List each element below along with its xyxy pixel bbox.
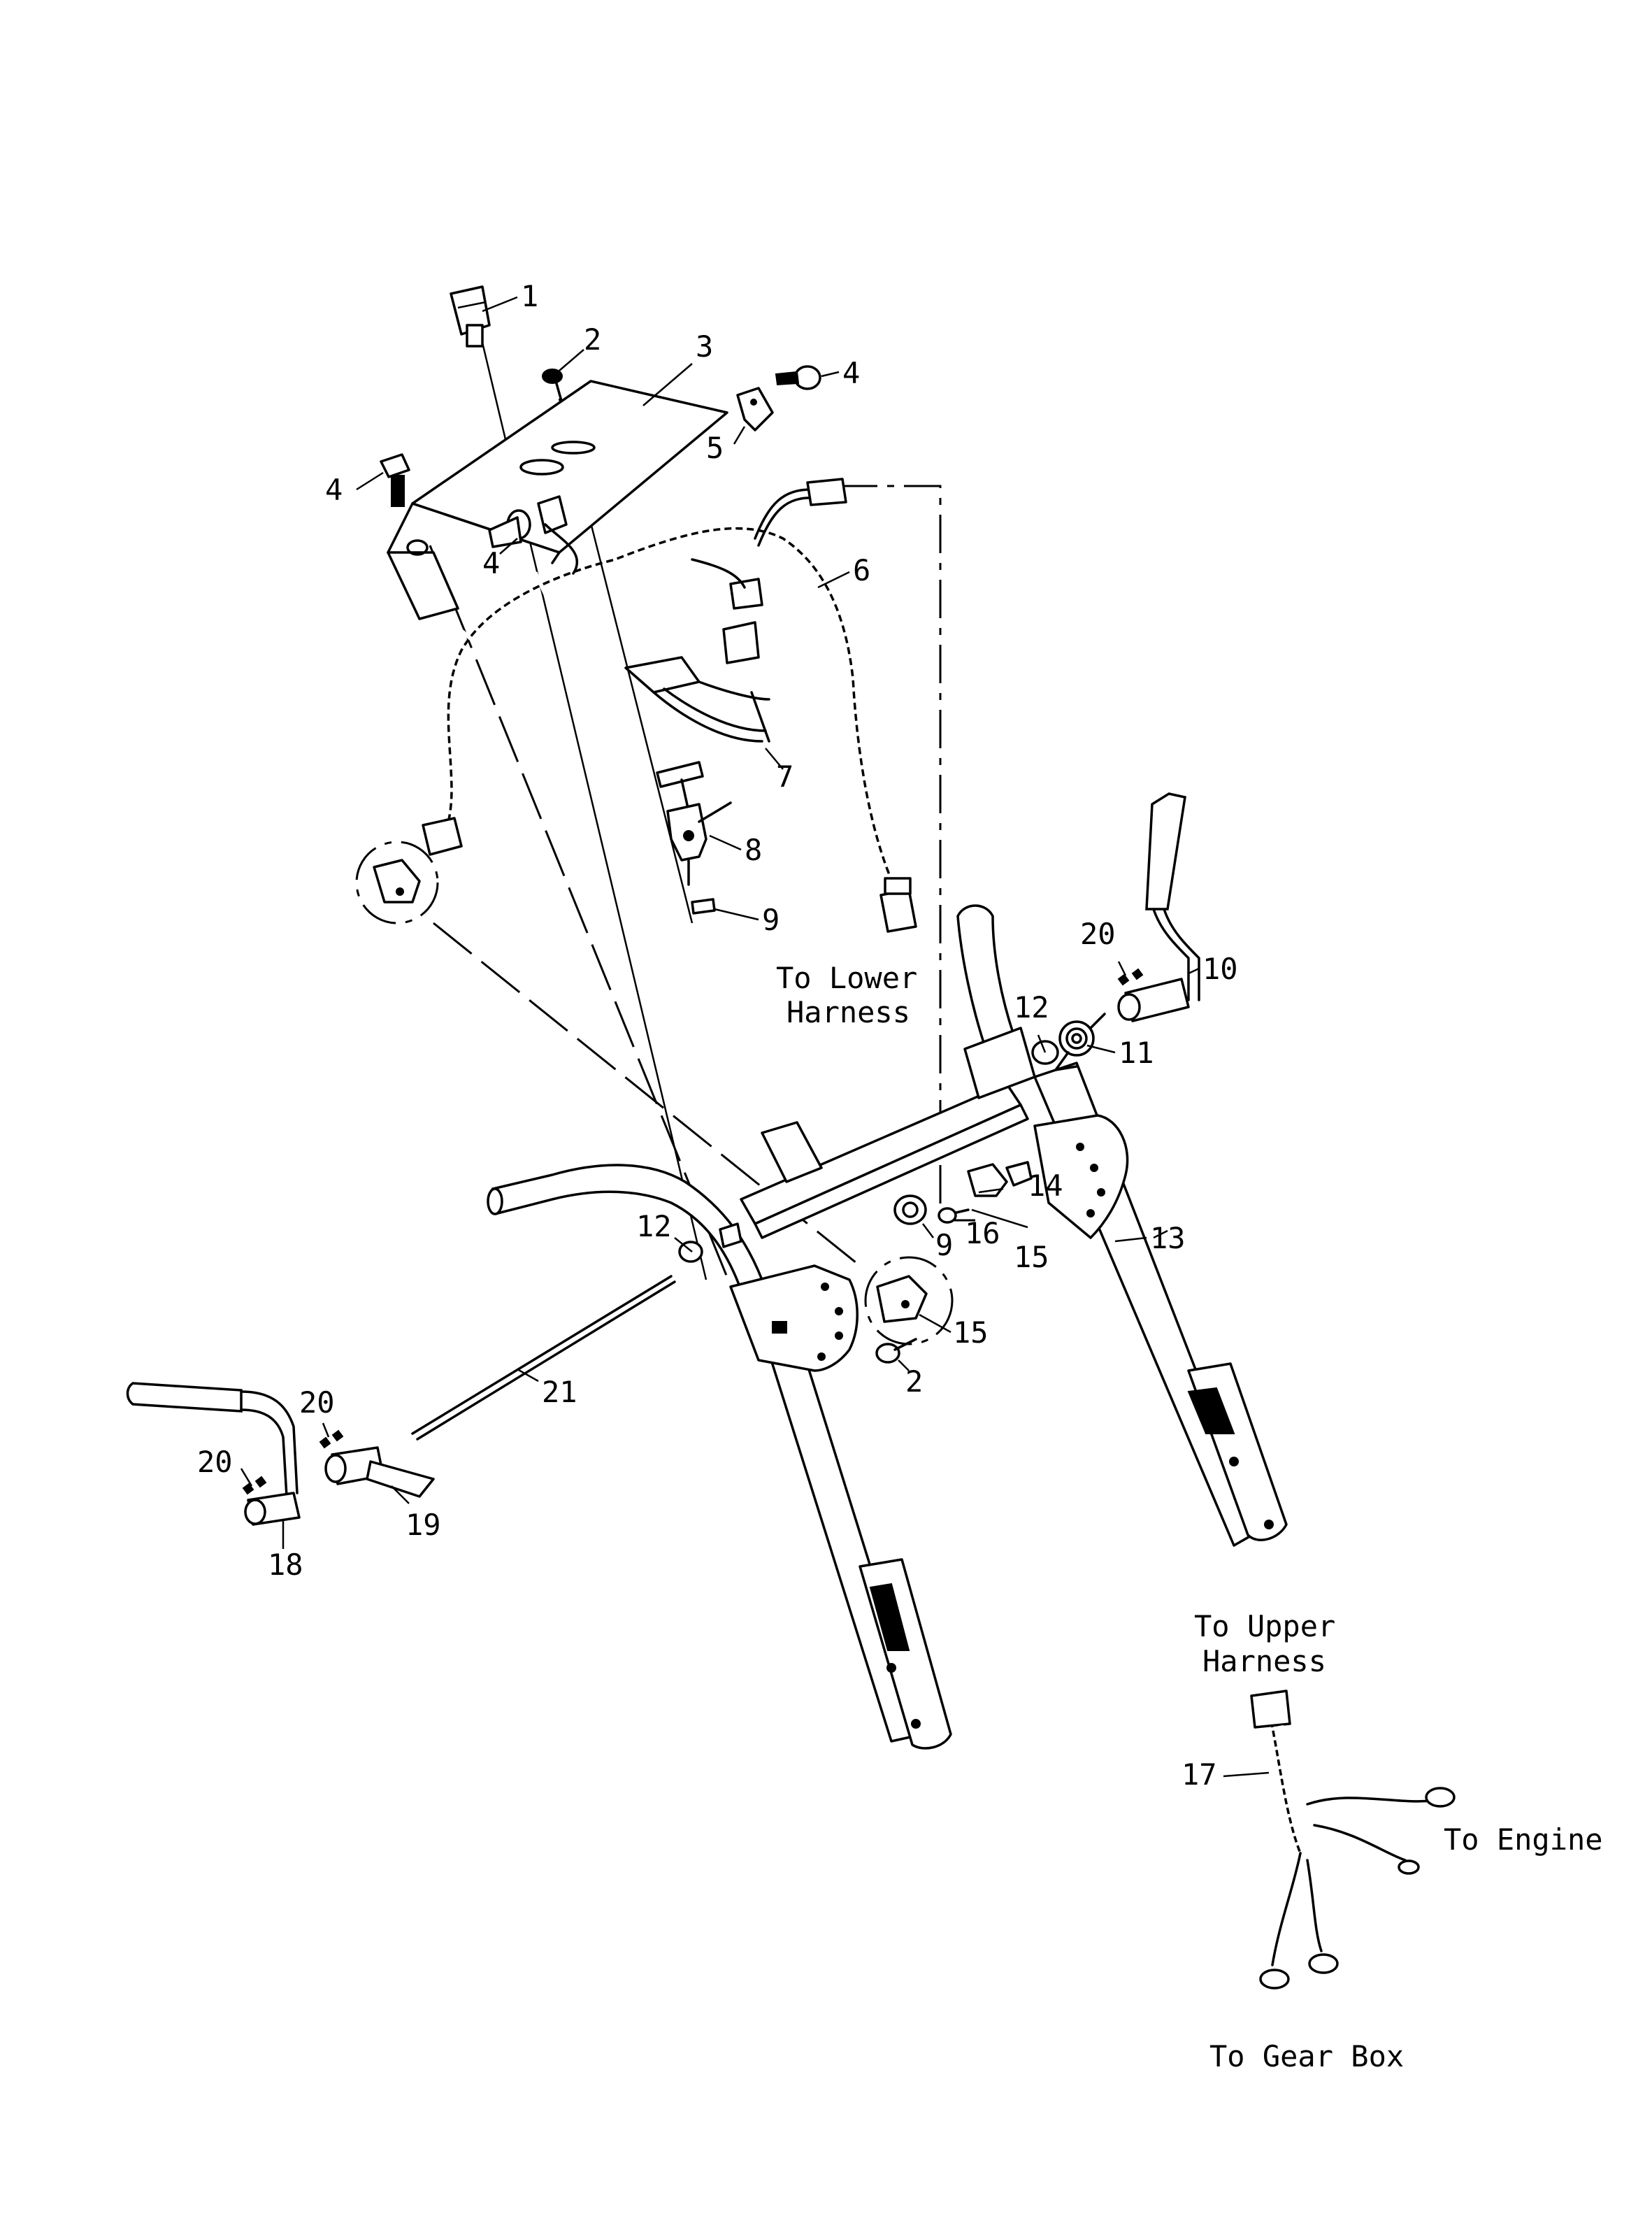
callout-14: 14 [1028,1169,1063,1203]
note-to-gear-box: To Gear Box [1209,2039,1404,2073]
drive-control-lever-part [126,1382,301,1526]
bolt-part-left [380,453,410,507]
callout-4-right: 4 [842,356,860,390]
switch-part [624,621,770,743]
note-to-lower-harness-line1: To Lower [776,961,917,995]
callout-8: 8 [745,833,762,867]
callout-5: 5 [706,431,724,465]
bolt-part-under-panel [488,509,531,548]
clip-detail-circle-lower [864,1256,954,1345]
note-to-engine: To Engine [1444,1822,1603,1857]
callout-labels: 1 2 3 4 5 4 4 6 7 8 9 20 10 12 11 14 16 … [197,279,1238,1792]
callout-4-middle: 4 [482,546,500,580]
callout-15-lower: 15 [953,1315,989,1350]
callout-10: 10 [1202,952,1238,986]
bracket-part [736,387,774,431]
callout-4-left: 4 [325,473,343,507]
callout-16: 16 [965,1216,1000,1250]
callout-6: 6 [853,553,870,587]
auger-control-lever-part [1117,792,1200,1022]
callout-3: 3 [696,329,713,364]
upper-wire-harness-part [422,478,917,933]
screw-part-lower [875,1338,917,1364]
dash-panel-part [387,380,728,620]
set-screw-part-left [319,1429,344,1449]
bolt-part-right [775,365,821,390]
note-to-upper-harness-line1: To Upper [1194,1609,1335,1643]
clip-part-right [938,1161,1033,1224]
clip-part-top [691,898,716,915]
callout-15-right: 15 [1014,1240,1049,1274]
callout-11: 11 [1119,1036,1154,1070]
lever-switch-part [656,761,732,886]
callout-17: 17 [1181,1757,1217,1792]
rod-part [411,1275,676,1441]
callout-9-lower: 9 [935,1228,953,1262]
callout-7: 7 [776,759,793,794]
callout-2-lower: 2 [905,1364,923,1399]
drive-arm-part [324,1446,435,1498]
callout-19: 19 [405,1508,441,1542]
callout-18: 18 [268,1548,303,1582]
lower-wire-harness-part [1250,1690,1456,1990]
callout-12-left: 12 [636,1209,672,1243]
note-to-lower-harness-line2: Harness [787,995,910,1029]
callout-20-right: 20 [1080,917,1116,951]
callout-20-left: 20 [299,1385,335,1420]
key-switch-part [450,285,491,348]
callout-9-top: 9 [762,903,780,937]
note-to-upper-harness-line2: Harness [1202,1644,1326,1678]
set-screw-part-far-left [242,1476,267,1495]
detail-callout-circle [355,841,439,924]
nut-part [893,1194,927,1225]
handle-assembly-part [487,904,1288,1750]
callout-1: 1 [521,279,538,313]
callout-12-right: 12 [1014,990,1049,1024]
callout-20-far-left: 20 [197,1445,233,1479]
destination-notes: To Lower Harness To Upper Harness To Eng… [776,961,1603,2073]
set-screw-part-right [1117,968,1144,986]
callout-21: 21 [542,1375,577,1409]
callout-2-top: 2 [584,322,601,357]
spring-part [1054,1013,1106,1071]
leader-lines [240,296,1270,1778]
callout-13: 13 [1150,1221,1186,1255]
